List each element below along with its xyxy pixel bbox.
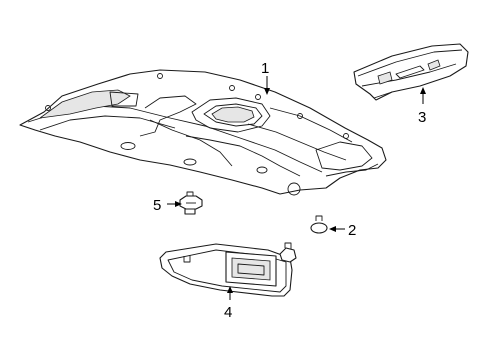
callout-2-arrowhead	[329, 226, 336, 232]
callout-4-label: 4	[224, 304, 232, 321]
callout-5-arrowhead	[175, 201, 182, 207]
callout-5-label: 5	[153, 197, 161, 214]
bracket-part	[353, 43, 469, 101]
callout-2-label: 2	[348, 222, 356, 239]
callout-4-arrowhead	[227, 286, 233, 293]
headliner-part	[19, 69, 387, 196]
plug-part	[310, 215, 328, 234]
callout-leaders	[167, 76, 426, 300]
retainer-clip-part	[179, 191, 203, 215]
callout-1-arrowhead	[264, 88, 270, 95]
callout-3-arrowhead	[420, 87, 426, 94]
sun-visor-part	[159, 242, 297, 297]
callout-3-label: 3	[418, 109, 426, 126]
callout-1-label: 1	[261, 60, 269, 77]
